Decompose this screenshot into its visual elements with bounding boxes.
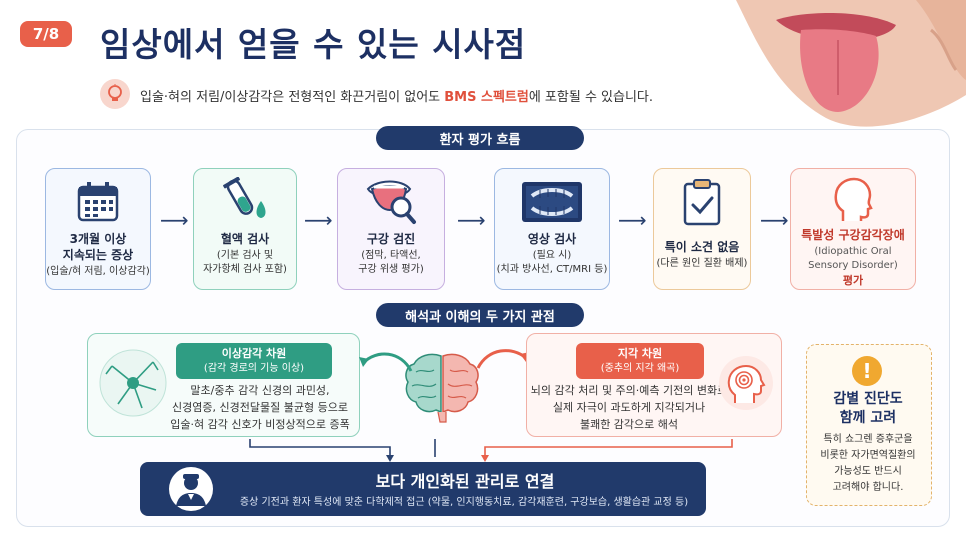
xray-icon xyxy=(520,177,584,227)
note-title-line: 감별 진단도 xyxy=(833,391,903,407)
insight-pre: 입술·혀의 저림/이상감각은 전형적인 화끈거림이 없어도 xyxy=(140,90,445,105)
flow-step-blood-test: 혈액 검사 (기본 검사 및 자가항체 검사 포함) xyxy=(193,168,297,290)
flow-step-no-findings: 특이 소견 없음 (다른 원인 질환 배제) xyxy=(653,168,751,290)
note-line: 고려해야 합니다. xyxy=(832,482,904,493)
face-tongue-illustration xyxy=(716,0,966,128)
step-sub-2: 구강 위생 평가) xyxy=(358,264,424,275)
step-title: 혈액 검사 xyxy=(220,232,270,246)
step-sub-2: (치과 방사선, CT/MRI 등) xyxy=(496,264,608,275)
connector-lines xyxy=(249,439,733,462)
insight-post: 에 포함될 수 있습니다. xyxy=(528,90,654,105)
note-line: 비롯한 자가면역질환의 xyxy=(820,450,916,461)
step-title: 특발성 구강감각장애 xyxy=(801,228,905,242)
lens-left-line: 입술·혀 감각 신호가 비정상적으로 증폭 xyxy=(170,418,350,431)
lens-right-body: 뇌의 감각 처리 및 주의·예측 기전의 변화로 실제 자극이 과도하게 지각되… xyxy=(530,382,728,433)
banner-title: 보다 개인화된 관리로 연결 xyxy=(375,472,555,491)
test-tube-icon xyxy=(219,177,271,227)
step-sub: (점막, 타액선, xyxy=(361,250,421,261)
head-profile-icon xyxy=(833,177,873,223)
lightbulb-icon xyxy=(100,79,130,109)
step-title: 구강 검진 xyxy=(366,232,416,246)
flow-arrow-icon: ⟶ xyxy=(160,208,189,232)
flow-step-imaging: 영상 검사 (필요 시) (치과 방사선, CT/MRI 등) xyxy=(494,168,610,290)
flow-step-oral-exam: 구강 검진 (점막, 타액선, 구강 위생 평가) xyxy=(337,168,445,290)
head-spiral-icon xyxy=(719,356,773,410)
step-sub-3: 평가 xyxy=(842,274,864,287)
note-title: 감별 진단도 함께 고려 xyxy=(806,390,930,428)
calendar-icon xyxy=(76,177,120,227)
lens-left-tag-sub: (감각 경로의 기능 이상) xyxy=(203,363,305,374)
lens-right-line: 불쾌한 감각으로 해석 xyxy=(579,418,679,431)
step-sub: (다른 원인 질환 배제) xyxy=(656,258,748,269)
curved-arrow-right-icon xyxy=(476,349,530,369)
neuron-icon xyxy=(99,349,167,417)
lens-left-body: 말초/중추 감각 신경의 과민성, 신경염증, 신경전달물질 불균형 등으로 입… xyxy=(165,382,355,433)
brain-icon xyxy=(405,353,479,423)
step-title: 영상 검사 xyxy=(527,232,577,246)
step-title: 특이 소견 없음 xyxy=(664,240,740,254)
flow-arrow-icon: ⟶ xyxy=(618,208,647,232)
flow-arrow-icon: ⟶ xyxy=(760,208,789,232)
clipboard-check-icon xyxy=(682,177,722,227)
note-line: 특히 쇼그렌 증후군을 xyxy=(823,434,913,445)
insight-highlight: BMS 스펙트럼 xyxy=(444,90,529,105)
step-sub: (입술/혀 저림, 이상감각) xyxy=(46,266,150,277)
lens-right-tag-sub: (중추의 지각 왜곡) xyxy=(600,363,680,374)
flow-step-idiopathic: 특발성 구강감각장애 (Idiopathic Oral Sensory Diso… xyxy=(790,168,916,290)
step-title: 3개월 이상 xyxy=(69,232,127,246)
curved-arrow-left-icon xyxy=(359,352,413,372)
flow-heading: 환자 평가 흐름 xyxy=(376,126,584,150)
doctor-icon xyxy=(169,467,213,511)
insight-text: 입술·혀의 저림/이상감각은 전형적인 화끈거림이 없어도 BMS 스펙트럼에 … xyxy=(140,86,653,105)
note-title-line: 함께 고려 xyxy=(839,410,897,426)
flow-step-symptoms: 3개월 이상 지속되는 증상 (입술/혀 저림, 이상감각) xyxy=(45,168,151,290)
note-line: 가능성도 반드시 xyxy=(834,466,902,477)
step-sub-2: Sensory Disorder) xyxy=(808,260,898,271)
step-sub-2: 자가항체 검사 포함) xyxy=(203,264,287,275)
page-badge: 7/8 xyxy=(20,21,72,47)
mouth-magnifier-icon xyxy=(364,177,418,227)
personalized-care-banner xyxy=(140,462,706,516)
lens-right-line: 실제 자극이 과도하게 지각되거나 xyxy=(552,401,706,414)
step-sub: (필요 시) xyxy=(532,250,572,261)
note-body: 특히 쇼그렌 증후군을 비롯한 자가면역질환의 가능성도 반드시 고려해야 합니… xyxy=(806,432,930,496)
step-sub: (Idiopathic Oral xyxy=(814,246,892,257)
step-sub: (기본 검사 및 xyxy=(216,250,274,261)
banner-sub: 증상 기전과 환자 특성에 맞춘 다학제적 접근 (약물, 인지행동치료, 감각… xyxy=(239,497,689,508)
lens-right-tag: 지각 차원 (중추의 지각 왜곡) xyxy=(576,343,704,379)
lens-right-line: 뇌의 감각 처리 및 주의·예측 기전의 변화로 xyxy=(530,384,728,397)
flow-arrow-icon: ⟶ xyxy=(304,208,333,232)
lens-left-tag-title: 이상감각 차원 xyxy=(221,347,287,360)
lens-left-line: 말초/중추 감각 신경의 과민성, xyxy=(190,384,330,397)
lenses-heading: 해석과 이해의 두 가지 관점 xyxy=(376,303,584,327)
lens-right-tag-title: 지각 차원 xyxy=(617,347,663,360)
lens-left-tag: 이상감각 차원 (감각 경로의 기능 이상) xyxy=(176,343,332,379)
exclamation-icon: ! xyxy=(852,356,882,386)
step-title-2: 지속되는 증상 xyxy=(62,248,134,262)
lens-left-line: 신경염증, 신경전달물질 불균형 등으로 xyxy=(172,401,348,414)
page-title: 임상에서 얻을 수 있는 시사점 xyxy=(100,25,527,64)
flow-arrow-icon: ⟶ xyxy=(457,208,486,232)
